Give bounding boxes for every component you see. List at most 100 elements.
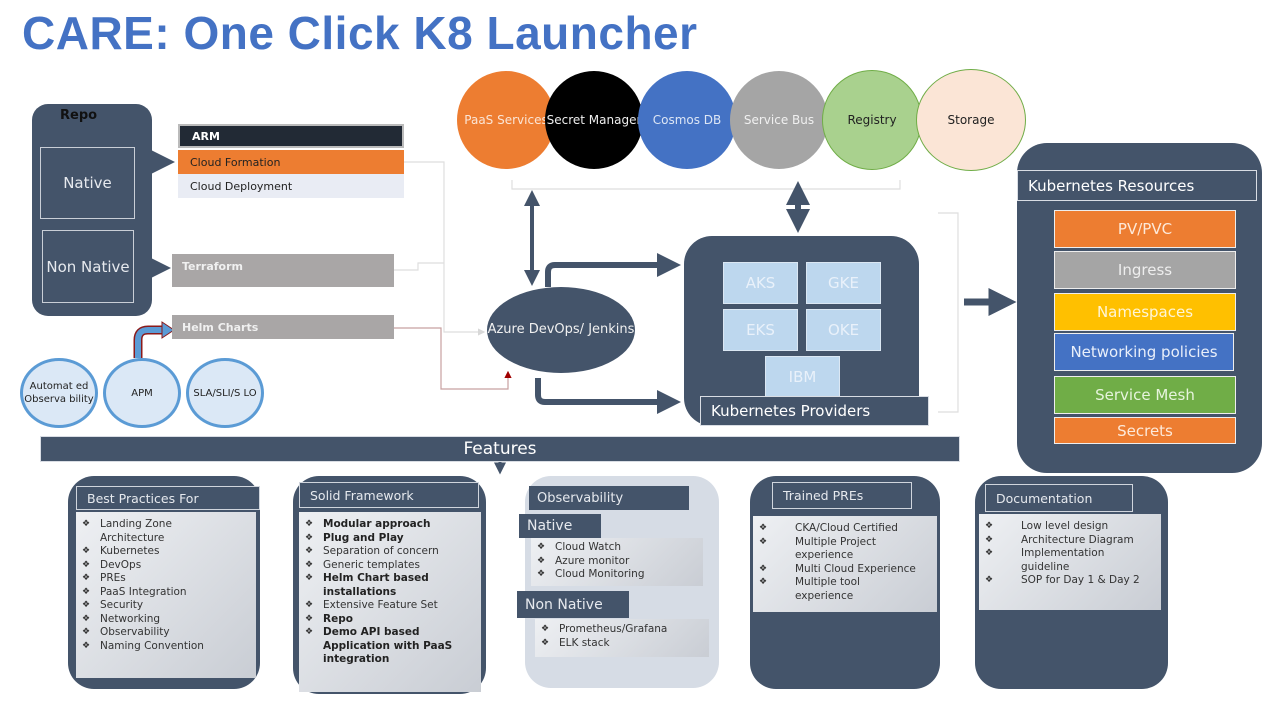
resources-title: Kubernetes Resources bbox=[1017, 170, 1257, 201]
list-item-text: Multiple tool bbox=[795, 576, 860, 588]
service-secret-manager[interactable]: Secret Manager bbox=[545, 71, 643, 169]
bullet-icon: ❖ bbox=[82, 640, 91, 651]
list-item: ❖ Networking bbox=[82, 613, 252, 627]
list-item-text: guideline bbox=[1021, 560, 1070, 573]
template-helm-charts[interactable]: Helm Charts bbox=[172, 315, 394, 339]
list-item: ❖Observability bbox=[82, 626, 252, 640]
bullet-icon: ❖ bbox=[305, 613, 314, 624]
list-item: ❖ Low level design bbox=[985, 520, 1157, 534]
service-service-bus[interactable]: Service Bus bbox=[730, 71, 828, 169]
list-item: ❖ Generic templates bbox=[305, 559, 477, 573]
bullet-icon: ❖ bbox=[82, 586, 91, 597]
list-item-text: Implementation bbox=[1021, 547, 1105, 559]
pipeline-devops-jenkins[interactable]: Azure DevOps/ Jenkins bbox=[487, 287, 635, 373]
template-arm[interactable]: ARM bbox=[178, 124, 404, 148]
bullet-icon: ❖ bbox=[305, 573, 314, 583]
provider-aks[interactable]: AKS bbox=[723, 262, 798, 304]
resource-ingress[interactable]: Ingress bbox=[1054, 251, 1236, 289]
list-item-text: experience bbox=[795, 589, 854, 602]
bullet-icon: ❖ bbox=[82, 627, 91, 637]
observability-native-label: Native bbox=[519, 514, 601, 538]
list-item: ❖Cloud Monitoring bbox=[537, 568, 699, 582]
repo-non-native[interactable]: Non Native bbox=[42, 230, 134, 303]
resource-service-mesh[interactable]: Service Mesh bbox=[1054, 376, 1236, 414]
connector-terraform bbox=[394, 262, 444, 271]
repo-native[interactable]: Native bbox=[40, 147, 135, 219]
template-cloud-formation[interactable]: Cloud Formation bbox=[178, 150, 404, 174]
cycle-automated-observability: Automat ed Observa bility bbox=[20, 358, 98, 428]
resource-networking-policies[interactable]: Networking policies bbox=[1054, 333, 1234, 371]
list-item-text: Generic templates bbox=[323, 558, 420, 571]
list-item: ❖Architecture Diagram bbox=[985, 534, 1157, 548]
list-item-text: experience bbox=[795, 549, 854, 561]
list-item: ❖ Cloud Watch bbox=[537, 541, 699, 555]
bullet-icon: ❖ bbox=[759, 577, 768, 587]
bullet-icon: ❖ bbox=[985, 534, 994, 545]
list-item-text: Networking bbox=[100, 612, 161, 625]
list-item-text: Cloud Monitoring bbox=[555, 568, 645, 580]
list-item: ❖Modular approach bbox=[305, 518, 477, 532]
service-cosmos-db[interactable]: Cosmos DB bbox=[638, 71, 736, 169]
template-terraform[interactable]: Terraform bbox=[172, 254, 394, 287]
resource-namespaces[interactable]: Namespaces bbox=[1054, 293, 1236, 331]
bullet-icon: ❖ bbox=[537, 555, 546, 566]
provider-ibm[interactable]: IBM bbox=[765, 356, 840, 398]
list-item: ❖PaaS Integration bbox=[82, 586, 252, 600]
list-item-text: Low level design bbox=[1021, 520, 1109, 532]
card-title: Observability bbox=[529, 486, 689, 510]
bullet-icon: ❖ bbox=[82, 600, 91, 610]
list-item: ❖CKA/Cloud Certified bbox=[759, 522, 933, 536]
list-item-text: Multiple Project bbox=[795, 535, 876, 548]
arrow-devops-to-providers-top bbox=[545, 253, 681, 287]
list-item-text: DevOps bbox=[100, 558, 142, 571]
bullet-icon: ❖ bbox=[82, 613, 91, 624]
list-item: ❖Prometheus/Grafana bbox=[541, 623, 705, 637]
provider-gke[interactable]: GKE bbox=[806, 262, 881, 304]
provider-oke[interactable]: OKE bbox=[806, 309, 881, 351]
list-item: ❖installations bbox=[305, 586, 477, 600]
bullet-icon: ❖ bbox=[985, 521, 994, 531]
resource-secrets[interactable]: Secrets bbox=[1054, 417, 1236, 444]
card-documentation: Documentation ❖ Low level design ❖Architec… bbox=[975, 476, 1168, 689]
card-list: ❖Cloud Watch❖Azure monitor❖Cloud Monitor… bbox=[531, 538, 703, 586]
list-item: ❖Extensive Feature Set bbox=[305, 599, 477, 613]
list-item-text: Cloud Watch bbox=[555, 541, 622, 553]
service-paas[interactable]: PaaS Services bbox=[457, 71, 555, 169]
repo-title: Repo bbox=[60, 108, 98, 123]
list-item-text: Security bbox=[100, 599, 144, 611]
card-list: ❖Landing Zone❖Architecture❖Kubernetes❖De… bbox=[76, 512, 256, 678]
bullet-icon: ❖ bbox=[537, 542, 546, 552]
list-item: ❖guideline bbox=[985, 561, 1157, 575]
bullet-icon: ❖ bbox=[541, 637, 550, 648]
observability-non-native-label: Non Native bbox=[517, 591, 629, 618]
provider-eks[interactable]: EKS bbox=[723, 309, 798, 351]
service-registry[interactable]: Registry bbox=[822, 70, 922, 170]
resource-pv-pvc[interactable]: PV/PVC bbox=[1054, 210, 1236, 248]
list-item-text: ELK stack bbox=[559, 636, 610, 649]
list-item: ❖Azure monitor bbox=[537, 555, 699, 569]
service-storage[interactable]: Storage bbox=[916, 69, 1026, 171]
card-list: ❖CKA/Cloud Certified❖Multiple Project❖ex… bbox=[753, 516, 937, 612]
list-item-text: installations bbox=[323, 585, 397, 598]
bullet-icon: ❖ bbox=[82, 573, 91, 583]
list-item: ❖SOP for Day 1 & Day 2 bbox=[985, 574, 1157, 588]
list-item-text: Plug and Play bbox=[323, 531, 404, 544]
list-item: ❖Multiple Project bbox=[759, 536, 933, 550]
list-item-text: Landing Zone bbox=[100, 518, 172, 530]
list-item: ❖Naming Convention bbox=[82, 640, 252, 654]
bullet-icon: ❖ bbox=[541, 624, 550, 634]
bullet-icon: ❖ bbox=[759, 563, 768, 574]
list-item: ❖experience bbox=[759, 590, 933, 604]
list-item-text: Helm Chart based bbox=[323, 572, 429, 584]
list-item-text: CKA/Cloud Certified bbox=[795, 522, 898, 534]
list-item-text: Kubernetes bbox=[100, 545, 160, 557]
card-title: Documentation bbox=[985, 484, 1133, 512]
card-title: Solid Framework bbox=[299, 482, 479, 508]
list-item-text: Architecture bbox=[100, 531, 165, 544]
list-item: ❖Landing Zone bbox=[82, 518, 252, 532]
list-item: ❖DevOps bbox=[82, 559, 252, 573]
template-cloud-deployment[interactable]: Cloud Deployment bbox=[178, 174, 404, 198]
list-item: ❖Multi Cloud Experience bbox=[759, 563, 933, 577]
bullet-icon: ❖ bbox=[305, 559, 314, 570]
list-item: ❖PREs bbox=[82, 572, 252, 586]
